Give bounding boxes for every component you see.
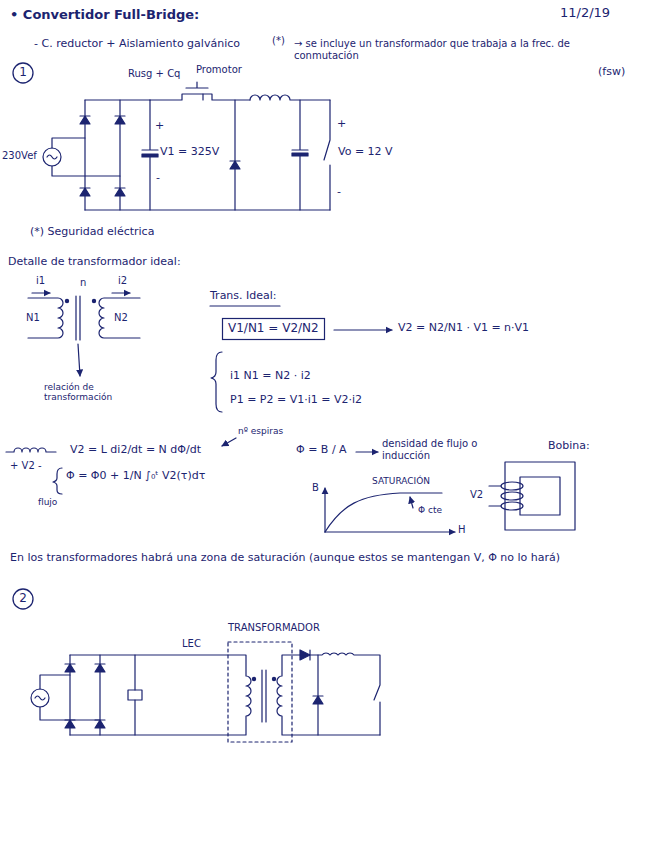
current-label: i1: [36, 275, 45, 287]
annotation: nº espiras: [238, 426, 283, 436]
voltage-label: Vo = 12 V: [338, 146, 393, 159]
node-text: V1/N1 = V2/N2: [228, 322, 319, 336]
equation: i1 N1 = N2 · i2: [230, 370, 311, 383]
coil-flux: [6, 438, 575, 532]
part-label: Promotor: [196, 64, 242, 76]
equation: V2 = L di2/dt = N dΦ/dt: [70, 444, 201, 457]
callout-number: 2: [12, 588, 34, 610]
voltage-label: + V2 -: [10, 460, 42, 472]
equation: P1 = P2 = V1·i1 = V2·i2: [230, 394, 362, 407]
node-text: 2: [19, 592, 27, 606]
source-label: 230Vef: [2, 150, 37, 162]
voltage-label: V2: [470, 489, 483, 501]
footnote-mark: (*): [272, 35, 285, 47]
note-text: En los transformadores habrá una zona de…: [10, 552, 635, 565]
turns-label: N2: [114, 312, 128, 324]
polarity-mark: +: [337, 118, 346, 131]
date: 11/2/19: [560, 6, 610, 21]
turns-label: N1: [26, 312, 40, 324]
section-heading: Trans. Ideal:: [210, 290, 277, 303]
axis-label: B: [312, 482, 319, 494]
section-heading: Detalle de transformador ideal:: [8, 256, 181, 269]
equation: Φ = Φ0 + 1/N ∫₀ᵗ V2(τ)dτ: [66, 470, 205, 483]
part-label: TRANSFORMADOR: [228, 622, 320, 634]
ideal-transformer: [28, 293, 392, 412]
equation: V2 = N2/N1 · V1 = n·V1: [398, 322, 529, 335]
axis-label: H: [458, 524, 466, 536]
note-text: → se incluye un transformador que trabaj…: [294, 38, 634, 61]
polarity-mark: -: [156, 172, 160, 185]
equation-box: V1/N1 = V2/N2: [222, 318, 325, 340]
equation: Φ = B / A: [296, 444, 347, 457]
annotation: densidad de flujo o inducción: [382, 438, 482, 461]
full-bridge-circuit: [31, 642, 380, 742]
annotation: SATURACIÓN: [372, 476, 430, 486]
section-heading: Bobina:: [548, 440, 590, 453]
polarity-mark: -: [337, 186, 341, 199]
callout-number: 1: [12, 62, 34, 84]
note-text: - C. reductor + Aislamiento galvánico: [34, 38, 240, 51]
note-text: (*) Seguridad eléctrica: [30, 226, 154, 239]
annotation: flujo: [38, 497, 57, 507]
current-label: i2: [118, 275, 127, 287]
ratio-label: n: [80, 277, 86, 289]
symbol-label: (fsw): [598, 66, 625, 79]
part-label: Rusg + Cq: [128, 68, 180, 80]
annotation: relación de transformación: [44, 382, 124, 403]
buck-circuit: [43, 82, 330, 210]
page-title: • Convertidor Full-Bridge:: [10, 8, 199, 23]
node-text: 1: [19, 66, 27, 80]
part-label: LEC: [182, 638, 201, 650]
polarity-mark: +: [155, 120, 164, 133]
annotation: Φ cte: [418, 505, 442, 515]
voltage-label: V1 = 325V: [160, 146, 219, 159]
